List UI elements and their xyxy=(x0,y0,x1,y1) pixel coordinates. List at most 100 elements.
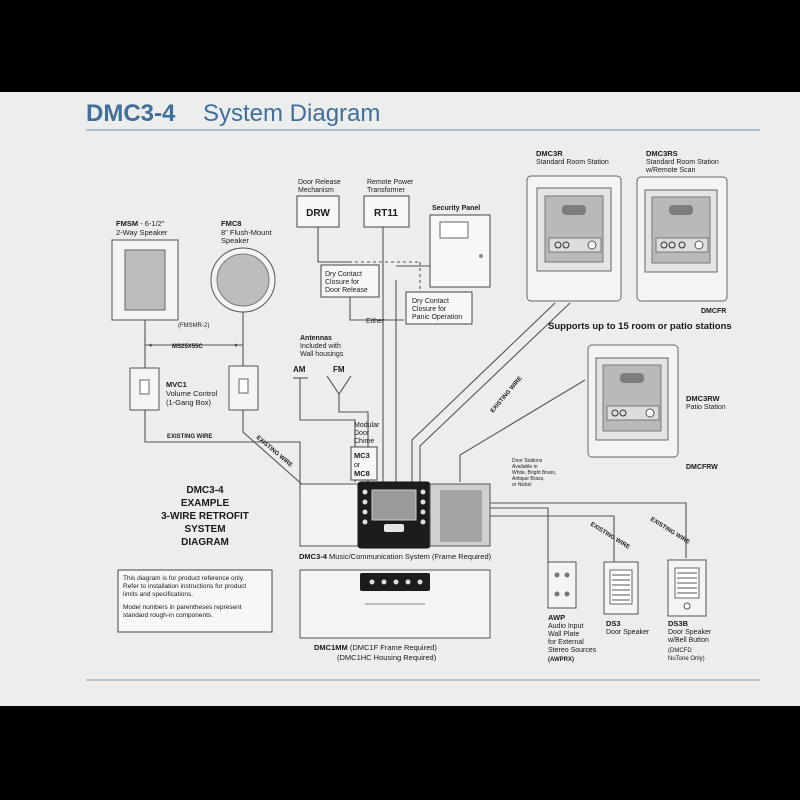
svg-text:DIAGRAM: DIAGRAM xyxy=(181,537,229,548)
existing-wire-label-5: EXISTING WIRE xyxy=(649,517,691,546)
svg-text:Antique Brass,: Antique Brass, xyxy=(512,476,545,482)
page-title: DMC3-4 System Diagram xyxy=(86,100,380,127)
wire-station-1b xyxy=(419,302,571,482)
svg-text:FMSM - 6-1/2": FMSM - 6-1/2" xyxy=(116,219,165,228)
wire-awp xyxy=(490,507,549,562)
svg-text:(DMC1HC Housing Required): (DMC1HC Housing Required) xyxy=(337,653,437,662)
svg-text:Closure for: Closure for xyxy=(325,279,360,286)
fmc8-speaker: FMC8 8" Flush-Mount Speaker xyxy=(210,219,276,313)
dmc1mm-unit: DMC1MM (DMC1F Frame Required) (DMC1HC Ho… xyxy=(299,569,491,662)
wire-mvc1-unit xyxy=(144,410,301,490)
ms-wire-label: MS25X55C xyxy=(172,344,203,350)
svg-text:DMC3RW: DMC3RW xyxy=(686,394,721,403)
svg-text:Dry Contact: Dry Contact xyxy=(412,298,449,305)
svg-text:FM: FM xyxy=(333,365,345,374)
svg-text:for External: for External xyxy=(548,639,584,646)
notes-box: This diagram is for product reference on… xyxy=(117,569,273,633)
remote-power-transformer: Remote Power Transformer RT11 xyxy=(363,179,414,228)
title-text: System Diagram xyxy=(203,100,380,127)
svg-text:8" Flush-Mount: 8" Flush-Mount xyxy=(221,228,273,237)
existing-wire-label-1: EXISTING WIRE xyxy=(167,434,212,440)
svg-text:Door Speaker: Door Speaker xyxy=(668,629,712,636)
wire-mvc-unit xyxy=(242,410,306,488)
svg-text:DMC3-4: DMC3-4 xyxy=(186,485,224,496)
svg-text:(FMSMR-2): (FMSMR-2) xyxy=(178,323,209,329)
svg-text:Modular: Modular xyxy=(354,422,380,429)
svg-text:(AWPRX): (AWPRX) xyxy=(548,657,574,663)
svg-text:w/Remote Scan: w/Remote Scan xyxy=(645,167,696,174)
svg-text:EXAMPLE: EXAMPLE xyxy=(181,498,230,509)
dmcfr-label: DMCFR xyxy=(701,308,726,315)
svg-text:Security Panel: Security Panel xyxy=(432,205,480,212)
ds3-door-speaker: DS3 Door Speaker xyxy=(603,561,650,636)
dry-contact-door: Dry Contact Closure for Door Release xyxy=(320,264,380,298)
svg-text:Wall housings: Wall housings xyxy=(300,351,344,358)
wire-station-1 xyxy=(411,302,556,482)
svg-text:3-WIRE RETROFIT: 3-WIRE RETROFIT xyxy=(161,511,249,522)
mvc1-knob xyxy=(139,379,150,395)
svg-text:Speaker: Speaker xyxy=(221,236,249,245)
svg-text:limits and specifications.: limits and specifications. xyxy=(123,591,193,598)
mvc-knob-2 xyxy=(238,378,249,394)
svg-text:Door Release: Door Release xyxy=(298,179,341,186)
svg-text:DRW: DRW xyxy=(306,208,330,219)
svg-text:This diagram is for product re: This diagram is for product reference on… xyxy=(123,575,244,582)
svg-text:Antennas: Antennas xyxy=(300,335,332,342)
svg-text:Door Stations: Door Stations xyxy=(512,458,543,464)
existing-wire-label-2: EXISTING WIRE xyxy=(255,435,294,469)
supports-label: Supports up to 15 room or patio stations xyxy=(548,321,732,332)
station-dmc3rw: DMC3RW Patio Station DMCFRW xyxy=(587,344,726,471)
svg-text:Mechanism: Mechanism xyxy=(298,187,334,194)
svg-text:◂: ◂ xyxy=(148,342,152,349)
svg-text:Door Release: Door Release xyxy=(325,287,368,294)
title-model: DMC3-4 xyxy=(86,100,176,127)
svg-text:MC3: MC3 xyxy=(354,451,370,460)
svg-text:Dry Contact: Dry Contact xyxy=(325,271,362,278)
fmsm-grille xyxy=(124,249,166,311)
svg-text:Remote Power: Remote Power xyxy=(367,179,414,186)
ds3b-door-speaker: DS3B Door Speaker w/Bell Button (DMCFD N… xyxy=(667,559,712,662)
svg-text:Door: Door xyxy=(354,430,370,437)
either-label: Either xyxy=(366,318,385,325)
svg-text:DMC3RS: DMC3RS xyxy=(646,149,678,158)
svg-text:(1-Gang Box): (1-Gang Box) xyxy=(166,398,212,407)
svg-text:(DMCFD: (DMCFD xyxy=(668,648,692,654)
svg-text:FMC8: FMC8 xyxy=(221,219,241,228)
svg-text:Transformer: Transformer xyxy=(367,187,406,194)
awp-wall-plate: AWP Audio Input Wall Plate for External … xyxy=(547,561,597,663)
svg-text:Refer to installation instruct: Refer to installation instructions for p… xyxy=(123,583,246,590)
svg-text:Included with: Included with xyxy=(300,343,341,350)
svg-text:DS3: DS3 xyxy=(606,619,621,628)
svg-text:▸: ▸ xyxy=(235,342,239,349)
svg-text:standard rough-in components.: standard rough-in components. xyxy=(123,612,213,619)
svg-text:SYSTEM: SYSTEM xyxy=(184,524,225,535)
svg-text:MC8: MC8 xyxy=(354,469,370,478)
svg-text:Panic Operation: Panic Operation xyxy=(412,314,462,321)
fmc8-grille xyxy=(216,253,270,307)
existing-wire-label-4: EXISTING WIRE xyxy=(589,522,631,551)
wire-ds3 xyxy=(490,515,615,562)
antennas: Antennas Included with Wall housings AM … xyxy=(293,335,352,395)
svg-text:DMC3-4 Music/Communication Sys: DMC3-4 Music/Communication System (Frame… xyxy=(299,552,492,561)
svg-text:DMC3R: DMC3R xyxy=(536,149,563,158)
wire-ds3b xyxy=(490,502,687,558)
modular-door-chime: Modular Door Chime MC3 or MC8 xyxy=(350,422,380,481)
security-panel: Security Panel xyxy=(429,205,491,288)
wire-either-left xyxy=(349,296,404,321)
svg-text:w/Bell Button: w/Bell Button xyxy=(667,637,709,644)
svg-text:Patio Station: Patio Station xyxy=(686,404,726,411)
svg-text:AM: AM xyxy=(293,365,306,374)
svg-text:Chime: Chime xyxy=(354,438,374,445)
station-dmc3rs: DMC3RS Standard Room Station w/Remote Sc… xyxy=(636,149,728,302)
door-release: Door Release Mechanism DRW xyxy=(296,179,341,228)
wire-drw xyxy=(317,227,352,263)
svg-text:or: or xyxy=(354,462,361,469)
dry-contact-panic: Dry Contact Closure for Panic Operation xyxy=(405,291,473,325)
dmc3-4-main-unit: DMC3-4 Music/Communication System (Frame… xyxy=(299,481,492,561)
svg-text:Wall Plate: Wall Plate xyxy=(548,631,579,638)
fmsm-speaker: FMSM - 6-1/2" 2-Way Speaker (FMSMR-2) xyxy=(111,219,209,329)
wiring xyxy=(144,227,687,562)
svg-text:DMC1MM (DMC1F Frame Required): DMC1MM (DMC1F Frame Required) xyxy=(314,643,437,652)
svg-text:NuTone Only): NuTone Only) xyxy=(668,656,705,662)
